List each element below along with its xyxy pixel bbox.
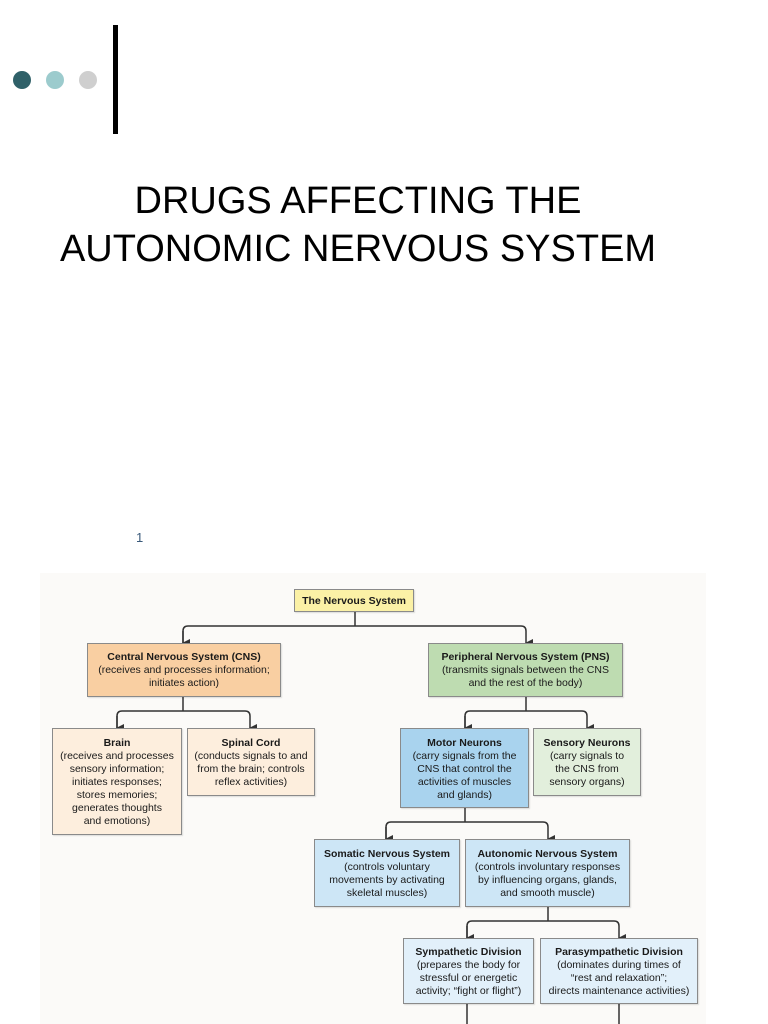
node-sympathetic: Sympathetic Division (prepares the body …: [403, 938, 534, 1004]
connector-motor-branch: [385, 821, 555, 843]
node-title: Sympathetic Division: [415, 946, 522, 958]
node-sensory-neurons: Sensory Neurons (carry signals to the CN…: [533, 728, 641, 796]
connector-autonomic-branch: [466, 920, 626, 942]
node-title: Sensory Neurons: [543, 737, 631, 749]
node-title: Motor Neurons: [427, 737, 502, 749]
node-title: Autonomic Nervous System: [477, 848, 618, 860]
node-motor-neurons: Motor Neurons (carry signals from the CN…: [400, 728, 529, 808]
decorative-vertical-bar: [113, 25, 118, 134]
node-parasympathetic: Parasympathetic Division (dominates duri…: [540, 938, 698, 1004]
node-description: (conducts signals to and from the brain;…: [194, 750, 308, 788]
decorative-dot-light: [79, 71, 97, 89]
slide-title: DRUGS AFFECTING THE AUTONOMIC NERVOUS SY…: [59, 180, 657, 270]
node-autonomic: Autonomic Nervous System (controls invol…: [465, 839, 630, 907]
connector-cns-branch: [116, 710, 257, 732]
node-description: (carry signals from the CNS that control…: [412, 750, 517, 801]
node-description: (carry signals to the CNS from sensory o…: [549, 750, 625, 788]
node-title: Central Nervous System (CNS): [107, 651, 261, 663]
node-somatic: Somatic Nervous System (controls volunta…: [314, 839, 460, 907]
connector-root-branch: [182, 625, 533, 647]
node-description: (receives and processes sensory informat…: [60, 750, 174, 827]
slide-number: 1: [136, 530, 144, 545]
node-description: (receives and processes information; ini…: [98, 664, 270, 689]
node-nervous-system: The Nervous System: [294, 589, 414, 612]
decorative-dot-dark: [13, 71, 31, 89]
node-description: (controls involuntary responses by influ…: [474, 861, 621, 899]
node-description: (prepares the body for stressful or ener…: [415, 959, 522, 997]
node-brain: Brain (receives and processes sensory in…: [52, 728, 182, 835]
node-description: (controls voluntary movements by activat…: [329, 861, 445, 899]
node-description: (transmits signals between the CNS and t…: [442, 664, 609, 689]
connector-pns-branch: [464, 710, 594, 732]
node-spinal-cord: Spinal Cord (conducts signals to and fro…: [187, 728, 315, 796]
node-cns: Central Nervous System (CNS) (receives a…: [87, 643, 281, 697]
node-title: Somatic Nervous System: [323, 848, 451, 860]
node-title: Spinal Cord: [221, 737, 281, 749]
node-title: Brain: [103, 737, 131, 749]
decorative-dot-mid: [46, 71, 64, 89]
node-title: Parasympathetic Division: [555, 946, 683, 958]
node-title: The Nervous System: [302, 595, 406, 607]
node-title: Peripheral Nervous System (PNS): [441, 651, 610, 663]
node-description: (dominates during times of “rest and rel…: [548, 959, 690, 997]
node-pns: Peripheral Nervous System (PNS) (transmi…: [428, 643, 623, 697]
